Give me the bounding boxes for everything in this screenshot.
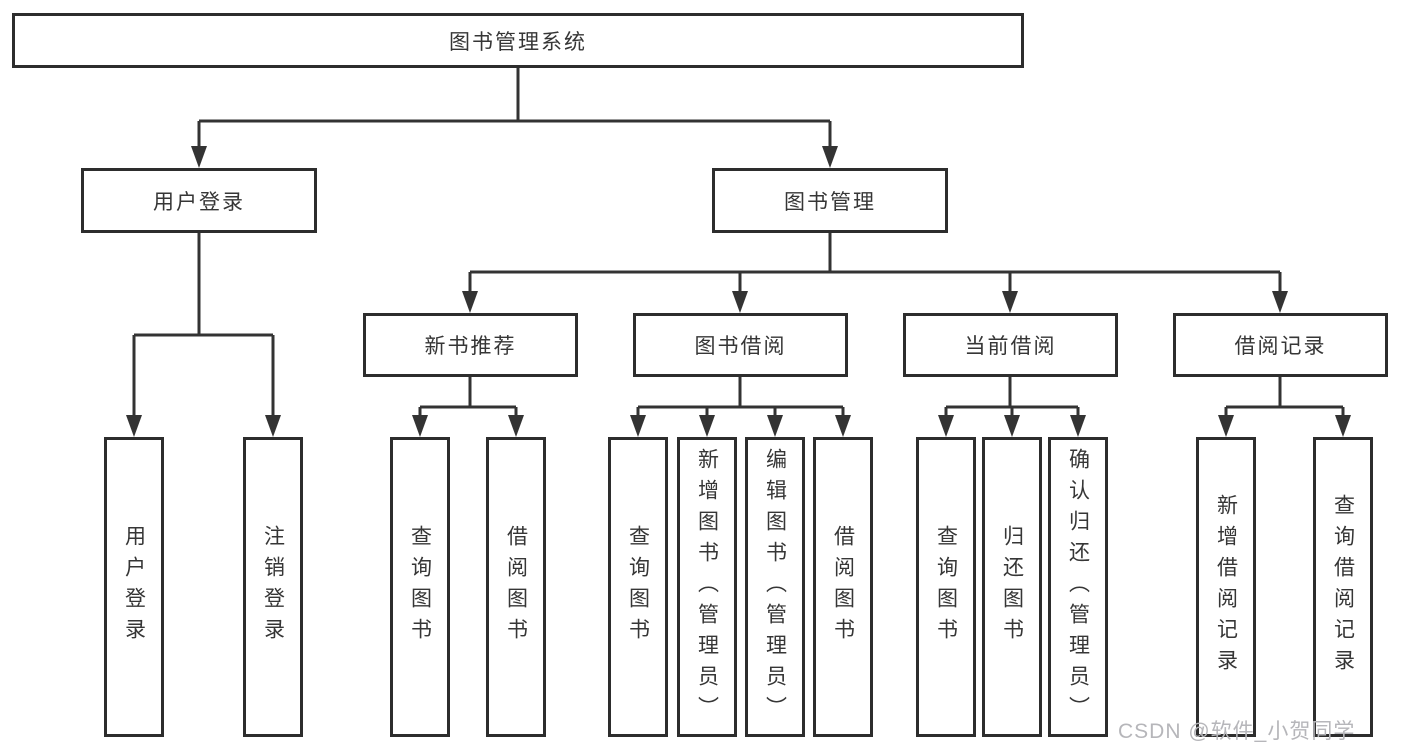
leaf-user-login-label: 用户登录 xyxy=(122,525,146,649)
leaf-borrow-borrow-books-label: 借阅图书 xyxy=(831,525,855,649)
leaf-borrow-edit-books-admin: 编辑图书（管理员） xyxy=(745,437,805,737)
leaf-borrow-edit-books-admin-label: 编辑图书（管理员） xyxy=(763,447,787,727)
edge-newbook-to-children xyxy=(418,377,518,416)
node-borrow-records-label: 借阅记录 xyxy=(1234,335,1327,358)
node-user-login-label: 用户登录 xyxy=(153,190,245,214)
node-current-borrow: 当前借阅 xyxy=(903,313,1118,377)
node-book-management: 图书管理 xyxy=(712,168,948,233)
leaf-current-confirm-return-admin: 确认归还（管理员） xyxy=(1048,437,1108,737)
node-new-book-recommend-label: 新书推荐 xyxy=(424,335,517,358)
csdn-watermark: CSDN @软件_小贺同学 xyxy=(1118,720,1356,743)
leaf-records-query-record-label: 查询借阅记录 xyxy=(1331,494,1355,680)
edge-root-to-level2 xyxy=(197,68,832,147)
leaf-borrow-borrow-books: 借阅图书 xyxy=(813,437,873,737)
leaf-borrow-query-books: 查询图书 xyxy=(608,437,668,737)
arrowheads xyxy=(126,146,1351,437)
leaf-newbook-borrow-books: 借阅图书 xyxy=(486,437,546,737)
leaf-borrow-add-books-admin: 新增图书（管理员） xyxy=(677,437,737,737)
leaf-current-query-books-label: 查询图书 xyxy=(934,525,958,649)
node-new-book-recommend: 新书推荐 xyxy=(363,313,578,377)
leaf-newbook-borrow-books-label: 借阅图书 xyxy=(504,525,528,649)
node-borrow-records: 借阅记录 xyxy=(1173,313,1388,377)
leaf-borrow-query-books-label: 查询图书 xyxy=(626,525,650,649)
leaf-current-return-books: 归还图书 xyxy=(982,437,1042,737)
edge-bookmgmt-to-level3 xyxy=(468,233,1282,292)
leaf-user-login: 用户登录 xyxy=(104,437,164,737)
leaf-logout: 注销登录 xyxy=(243,437,303,737)
node-user-login: 用户登录 xyxy=(81,168,317,233)
node-book-borrow: 图书借阅 xyxy=(633,313,848,377)
node-root-label: 图书管理系统 xyxy=(449,30,587,54)
leaf-current-confirm-return-admin-label: 确认归还（管理员） xyxy=(1066,447,1090,727)
leaf-records-add-record: 新增借阅记录 xyxy=(1196,437,1256,737)
edge-currentborrow-to-children xyxy=(944,377,1080,416)
leaf-newbook-query-books: 查询图书 xyxy=(390,437,450,737)
edge-userlogin-to-children xyxy=(132,233,275,416)
leaf-logout-label: 注销登录 xyxy=(261,525,285,649)
edge-borrowrecord-to-children xyxy=(1224,377,1345,416)
leaf-records-add-record-label: 新增借阅记录 xyxy=(1214,494,1238,680)
node-current-borrow-label: 当前借阅 xyxy=(964,335,1057,358)
node-book-management-label: 图书管理 xyxy=(784,190,876,214)
node-root: 图书管理系统 xyxy=(12,13,1024,68)
leaf-records-query-record: 查询借阅记录 xyxy=(1313,437,1373,737)
leaf-current-return-books-label: 归还图书 xyxy=(1000,525,1024,649)
leaf-newbook-query-books-label: 查询图书 xyxy=(408,525,432,649)
leaf-current-query-books: 查询图书 xyxy=(916,437,976,737)
node-book-borrow-label: 图书借阅 xyxy=(694,335,787,358)
leaf-borrow-add-books-admin-label: 新增图书（管理员） xyxy=(695,447,719,727)
edge-bookborrow-to-children xyxy=(636,377,845,416)
